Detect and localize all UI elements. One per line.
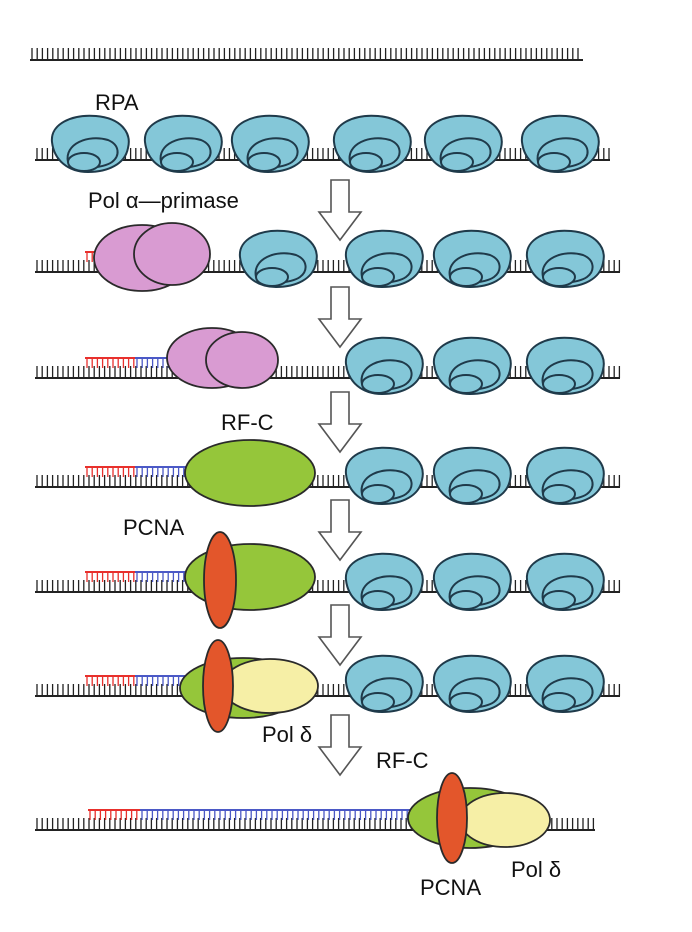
pol-delta — [459, 792, 551, 848]
rpa-protein-icon — [525, 229, 605, 288]
rna-primer — [88, 809, 140, 820]
down-arrow-icon — [317, 179, 363, 242]
rpa-protein-icon — [344, 654, 424, 713]
rpa-protein-icon — [525, 654, 605, 713]
rpa-protein-icon — [432, 336, 512, 395]
rpa-protein-icon — [143, 114, 223, 173]
rpa-protein-icon — [432, 552, 512, 611]
rna-primer — [85, 571, 135, 582]
rfc-clamp-loader — [184, 439, 316, 507]
label-pol-delta-2: Pol δ — [511, 857, 561, 882]
rpa-protein-icon — [344, 336, 424, 395]
rpa-protein-icon — [332, 114, 412, 173]
rpa-protein-icon — [50, 114, 130, 173]
rpa-protein-icon — [344, 229, 424, 288]
label-pcna-1: PCNA — [123, 515, 184, 540]
rpa-protein-icon — [230, 114, 310, 173]
down-arrow-icon — [317, 604, 363, 667]
pol-alpha-primase-front — [205, 331, 279, 389]
rpa-protein-icon — [525, 446, 605, 505]
pol-alpha-primase-front — [133, 222, 211, 286]
rna-primer — [85, 466, 135, 477]
dna-strand-row-0 — [30, 48, 583, 61]
rpa-protein-icon — [432, 229, 512, 288]
rna-primer — [85, 675, 135, 686]
rpa-protein-icon — [423, 114, 503, 173]
label-pol-delta-1: Pol δ — [262, 722, 312, 747]
label-pol-alpha-primase: Pol α—primase — [88, 188, 239, 213]
label-rfc-1: RF-C — [221, 410, 274, 435]
label-pcna-2: PCNA — [420, 875, 481, 900]
down-arrow-icon — [317, 391, 363, 454]
pcna-clamp — [203, 531, 237, 629]
label-rpa: RPA — [95, 90, 139, 115]
rpa-protein-icon — [520, 114, 600, 173]
down-arrow-icon — [317, 714, 363, 777]
pcna-clamp — [436, 772, 468, 864]
down-arrow-icon — [317, 286, 363, 349]
label-rfc-2: RF-C — [376, 748, 429, 773]
rpa-protein-icon — [525, 336, 605, 395]
rpa-protein-icon — [344, 446, 424, 505]
pcna-clamp — [202, 639, 234, 733]
rpa-protein-icon — [344, 552, 424, 611]
rpa-protein-icon — [525, 552, 605, 611]
rpa-protein-icon — [238, 229, 318, 288]
down-arrow-icon — [317, 499, 363, 562]
rpa-protein-icon — [432, 654, 512, 713]
rpa-protein-icon — [432, 446, 512, 505]
rna-primer — [85, 357, 135, 368]
pol-delta — [221, 658, 319, 714]
